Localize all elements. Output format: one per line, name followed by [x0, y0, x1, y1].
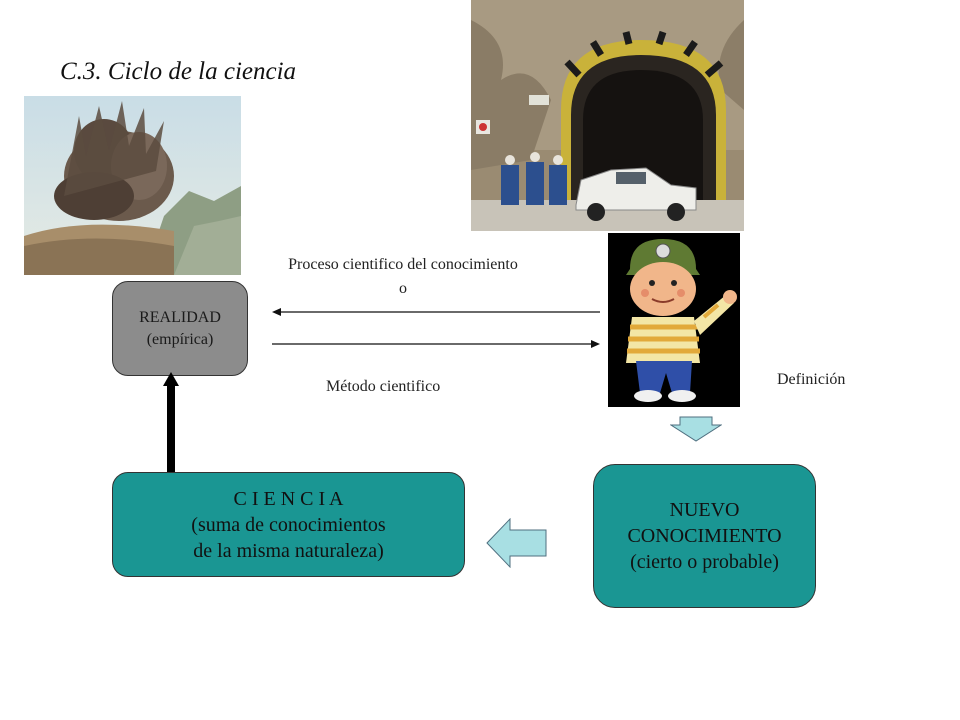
- mine-tunnel-photo: [471, 0, 744, 231]
- realidad-line1: REALIDAD: [139, 308, 221, 326]
- ciencia-box: C I E N C I A (suma de conocimientos de …: [112, 472, 465, 577]
- ciencia-line2: (suma de conocimientos: [191, 513, 386, 536]
- method-label: Método cientifico: [326, 378, 441, 395]
- nuevo-line2: CONOCIMIENTO: [627, 525, 782, 547]
- process-label-line2: o: [399, 280, 407, 297]
- explosion-photo: [24, 96, 241, 275]
- nuevo-line1: NUEVO: [669, 499, 740, 521]
- arrows-horizontal: [272, 308, 600, 348]
- nuevo-line3: (cierto o probable): [630, 551, 779, 573]
- slide-title: C.3. Ciclo de la ciencia: [60, 58, 297, 85]
- ciencia-line3: de la misma naturaleza): [193, 539, 384, 562]
- realidad-box: REALIDAD (empírica): [112, 281, 248, 376]
- realidad-line2: (empírica): [146, 330, 214, 348]
- process-label: Proceso cientifico del conocimiento o: [248, 253, 558, 301]
- nuevo-conocimiento-box: NUEVO CONOCIMIENTO (cierto o probable): [593, 464, 816, 608]
- definition-label: Definición: [777, 371, 846, 388]
- up-arrow: [163, 372, 179, 472]
- process-label-line1: Proceso cientifico del conocimiento: [288, 256, 518, 273]
- left-block-arrow: [486, 518, 547, 568]
- down-block-arrow: [670, 416, 722, 442]
- cartoon-miner-boy: [608, 233, 740, 407]
- right-arrow: [272, 340, 600, 348]
- ciencia-line1: C I E N C I A: [233, 487, 344, 510]
- left-arrow: [272, 308, 600, 316]
